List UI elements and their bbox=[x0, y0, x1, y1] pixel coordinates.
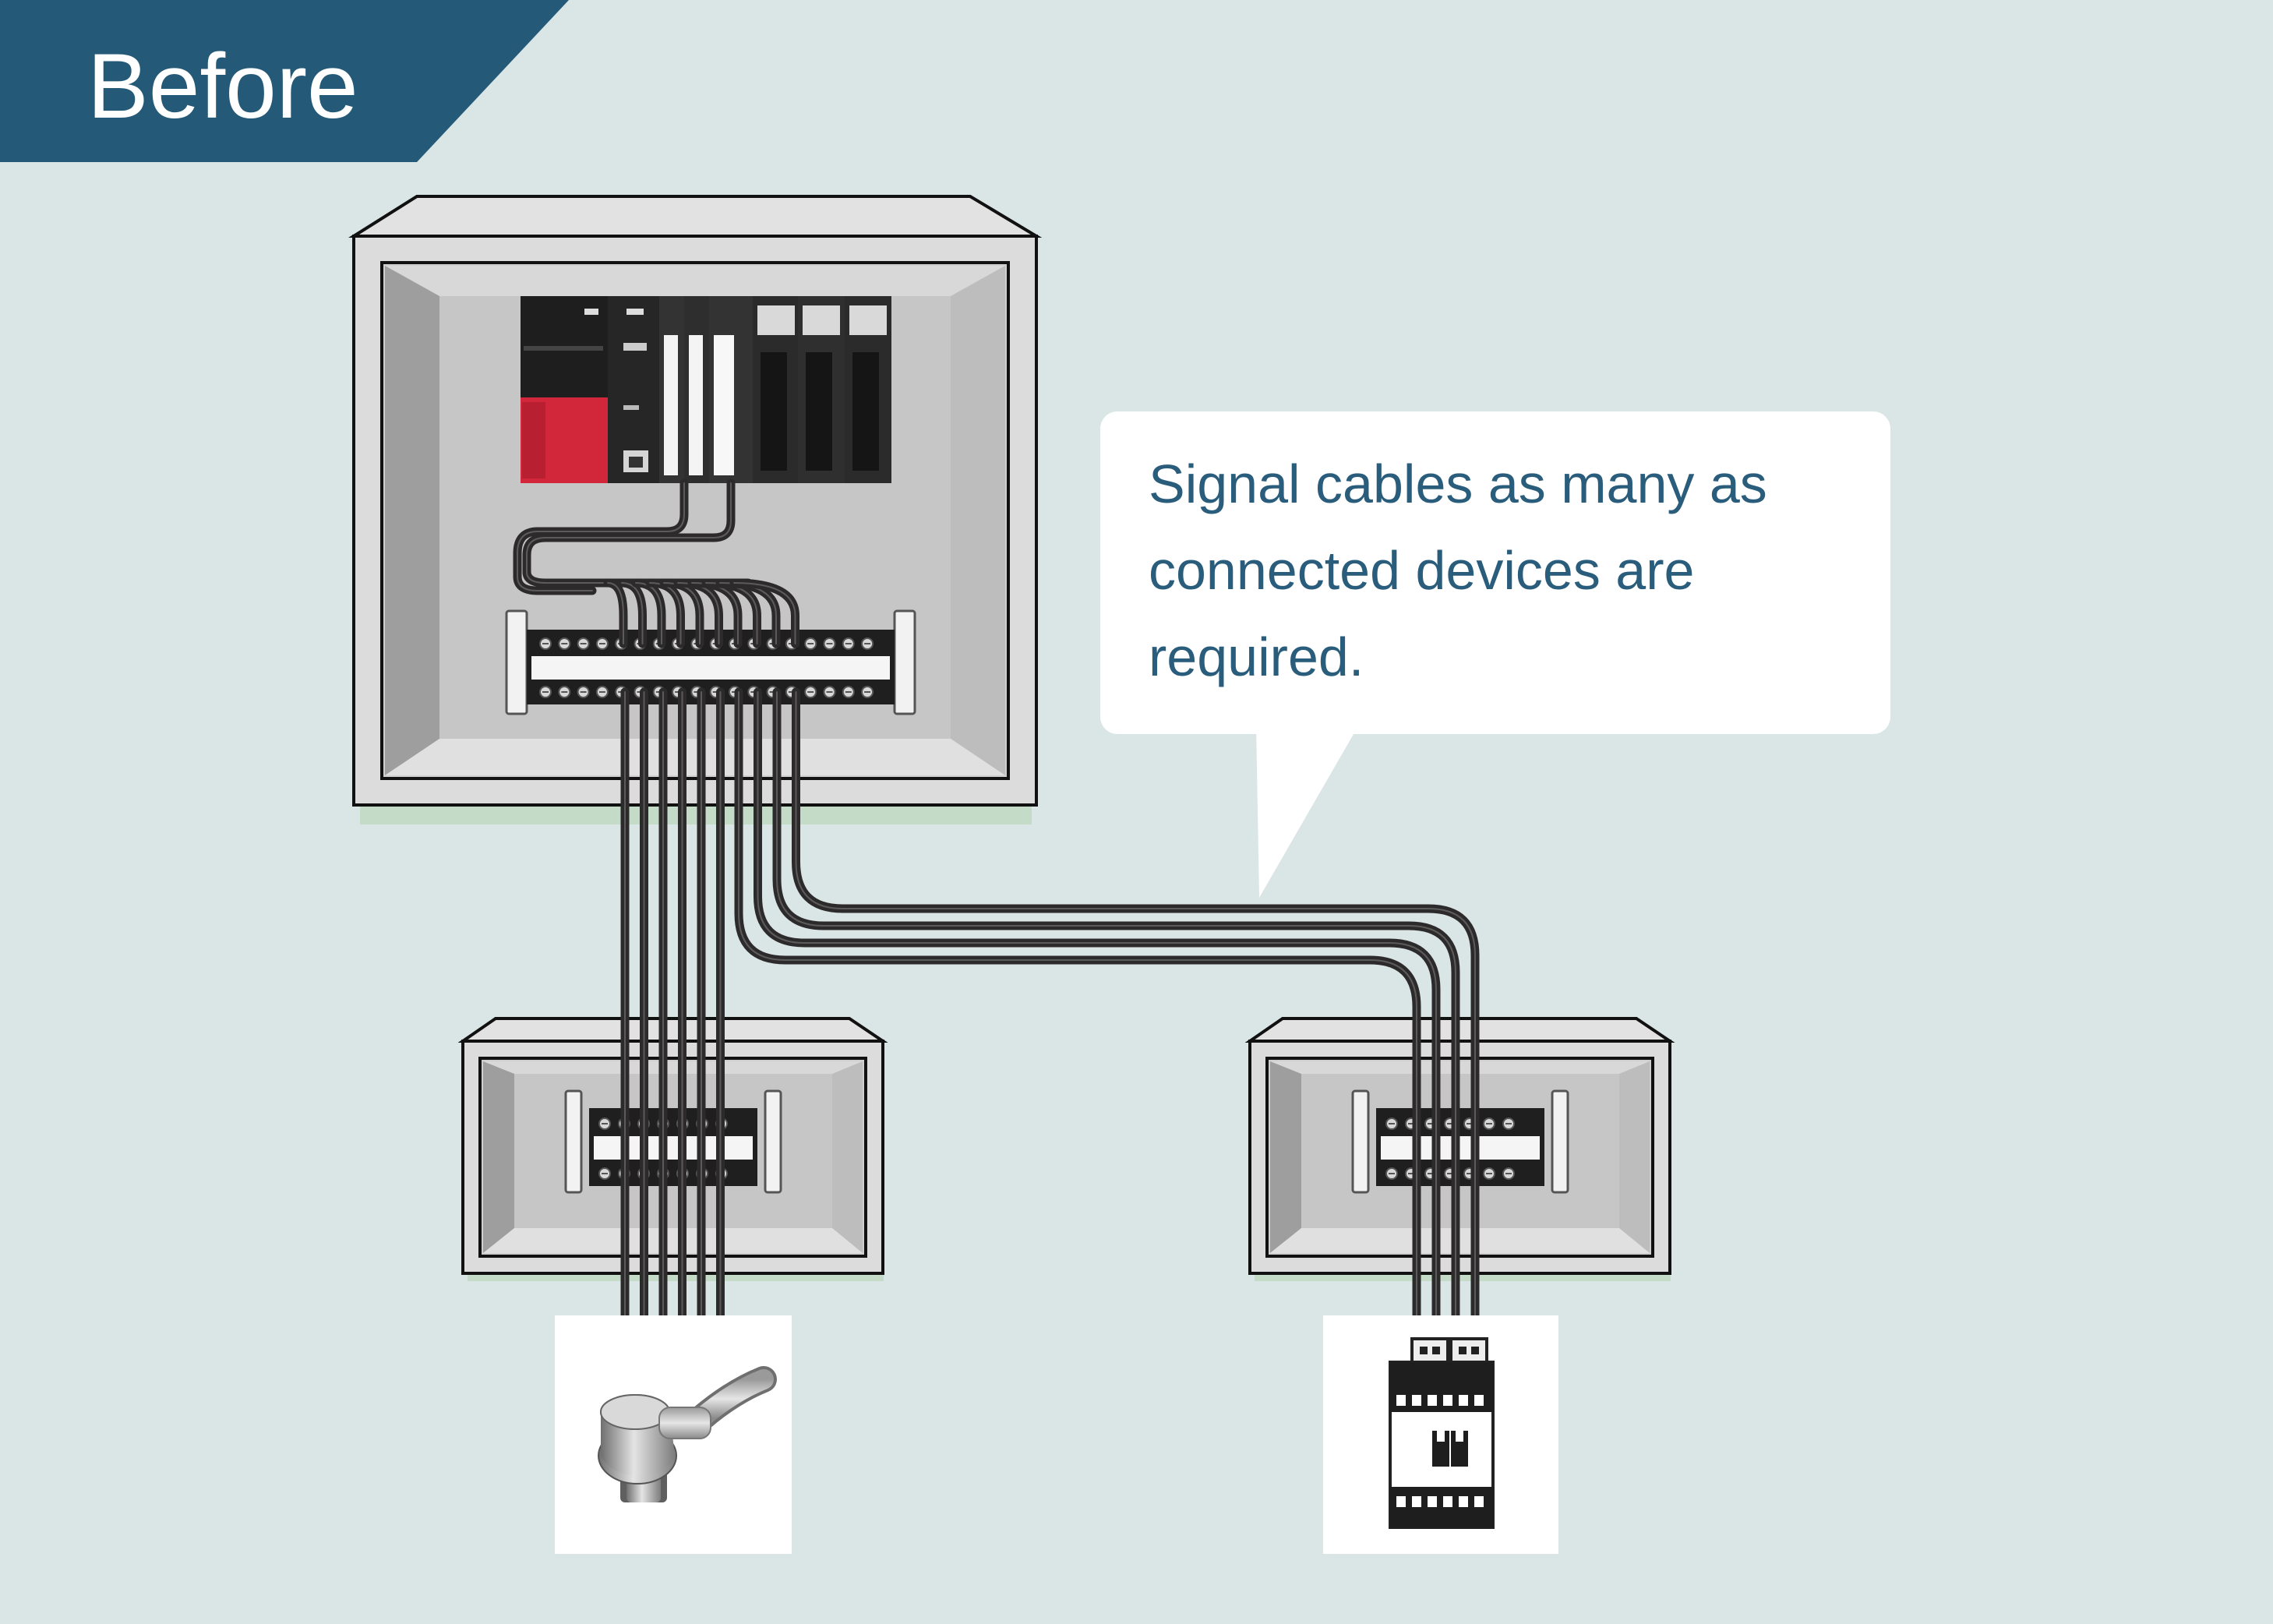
plc-fan-9-highlight bbox=[733, 582, 796, 644]
contactor-terminal bbox=[1428, 1496, 1437, 1507]
contactor-terminal bbox=[1474, 1496, 1484, 1507]
contactor-terminal bbox=[1412, 1395, 1421, 1406]
plc-cable-a-highlight bbox=[517, 482, 685, 591]
cable-right-2-highlight bbox=[776, 691, 1456, 1318]
main-control-panel bbox=[348, 195, 1043, 824]
callout-line: Signal cables as many as bbox=[1149, 454, 1767, 514]
contactor-terminal bbox=[1443, 1395, 1452, 1406]
contactor-terminal bbox=[1443, 1496, 1452, 1507]
contactor-terminal bbox=[1459, 1395, 1468, 1406]
cable-right-0-highlight bbox=[738, 691, 1417, 1318]
main-terminal-block bbox=[505, 609, 916, 715]
contactor-terminal bbox=[1428, 1395, 1437, 1406]
cable-right-3-highlight bbox=[795, 691, 1476, 1318]
contactor-terminal bbox=[1474, 1395, 1484, 1406]
plc-fan-2-highlight bbox=[635, 582, 662, 644]
callout-line: required. bbox=[1149, 627, 1364, 687]
plc-fan-0-highlight bbox=[607, 582, 624, 644]
contactor-terminal bbox=[1396, 1395, 1406, 1406]
signal-cables bbox=[513, 478, 1480, 1322]
right-junction-box bbox=[1244, 1017, 1675, 1281]
contactor-icon bbox=[1389, 1337, 1495, 1529]
left-junction-box bbox=[457, 1017, 888, 1281]
title-banner bbox=[0, 0, 569, 162]
plc-fan-1-highlight bbox=[621, 582, 644, 644]
plc-fan-4-highlight bbox=[663, 582, 701, 644]
callout-bubble bbox=[1100, 411, 1890, 898]
callout-line: connected devices are bbox=[1149, 540, 1695, 601]
contactor-terminal bbox=[1412, 1496, 1421, 1507]
sensor-icon bbox=[598, 1366, 777, 1502]
plc-rack bbox=[521, 296, 891, 483]
sensor-device bbox=[555, 1315, 792, 1554]
plc-cable-b-highlight bbox=[526, 482, 749, 584]
contactor-device bbox=[1323, 1315, 1558, 1554]
plc-fan-5-highlight bbox=[677, 582, 720, 644]
page-title: Before bbox=[87, 35, 358, 138]
callout-text: Signal cables as many as connected devic… bbox=[1149, 441, 1850, 701]
plc-fan-3-highlight bbox=[649, 582, 682, 644]
contactor-terminals bbox=[1396, 1395, 1484, 1507]
contactor-terminal bbox=[1396, 1496, 1406, 1507]
cable-right-1-highlight bbox=[757, 691, 1437, 1318]
contactor-terminal bbox=[1459, 1496, 1468, 1507]
